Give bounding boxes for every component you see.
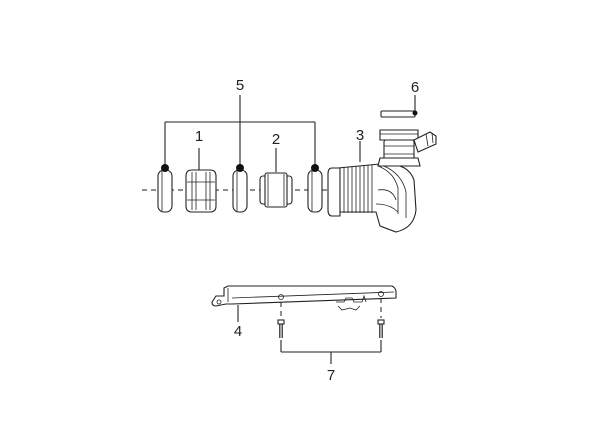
callout-5: 5 [236, 77, 244, 94]
screws [277, 298, 385, 364]
sleeve [259, 148, 293, 208]
clamp-ring-left [157, 164, 173, 213]
callout-2: 2 [272, 131, 280, 148]
clamp-ring-middle [232, 164, 248, 213]
callout-3: 3 [356, 127, 364, 144]
mounting-bracket [211, 285, 397, 322]
clamp-ring-right [307, 164, 323, 213]
callout-1: 1 [195, 128, 203, 145]
screw-left [277, 319, 285, 338]
screw-right [377, 319, 385, 338]
hose-connector [185, 148, 217, 213]
corrugated-elbow [327, 129, 437, 233]
callout-7: 7 [327, 367, 335, 384]
clamps-leader [164, 95, 316, 165]
callout-6: 6 [411, 79, 419, 96]
tube [380, 95, 418, 118]
callout-4: 4 [234, 323, 242, 340]
